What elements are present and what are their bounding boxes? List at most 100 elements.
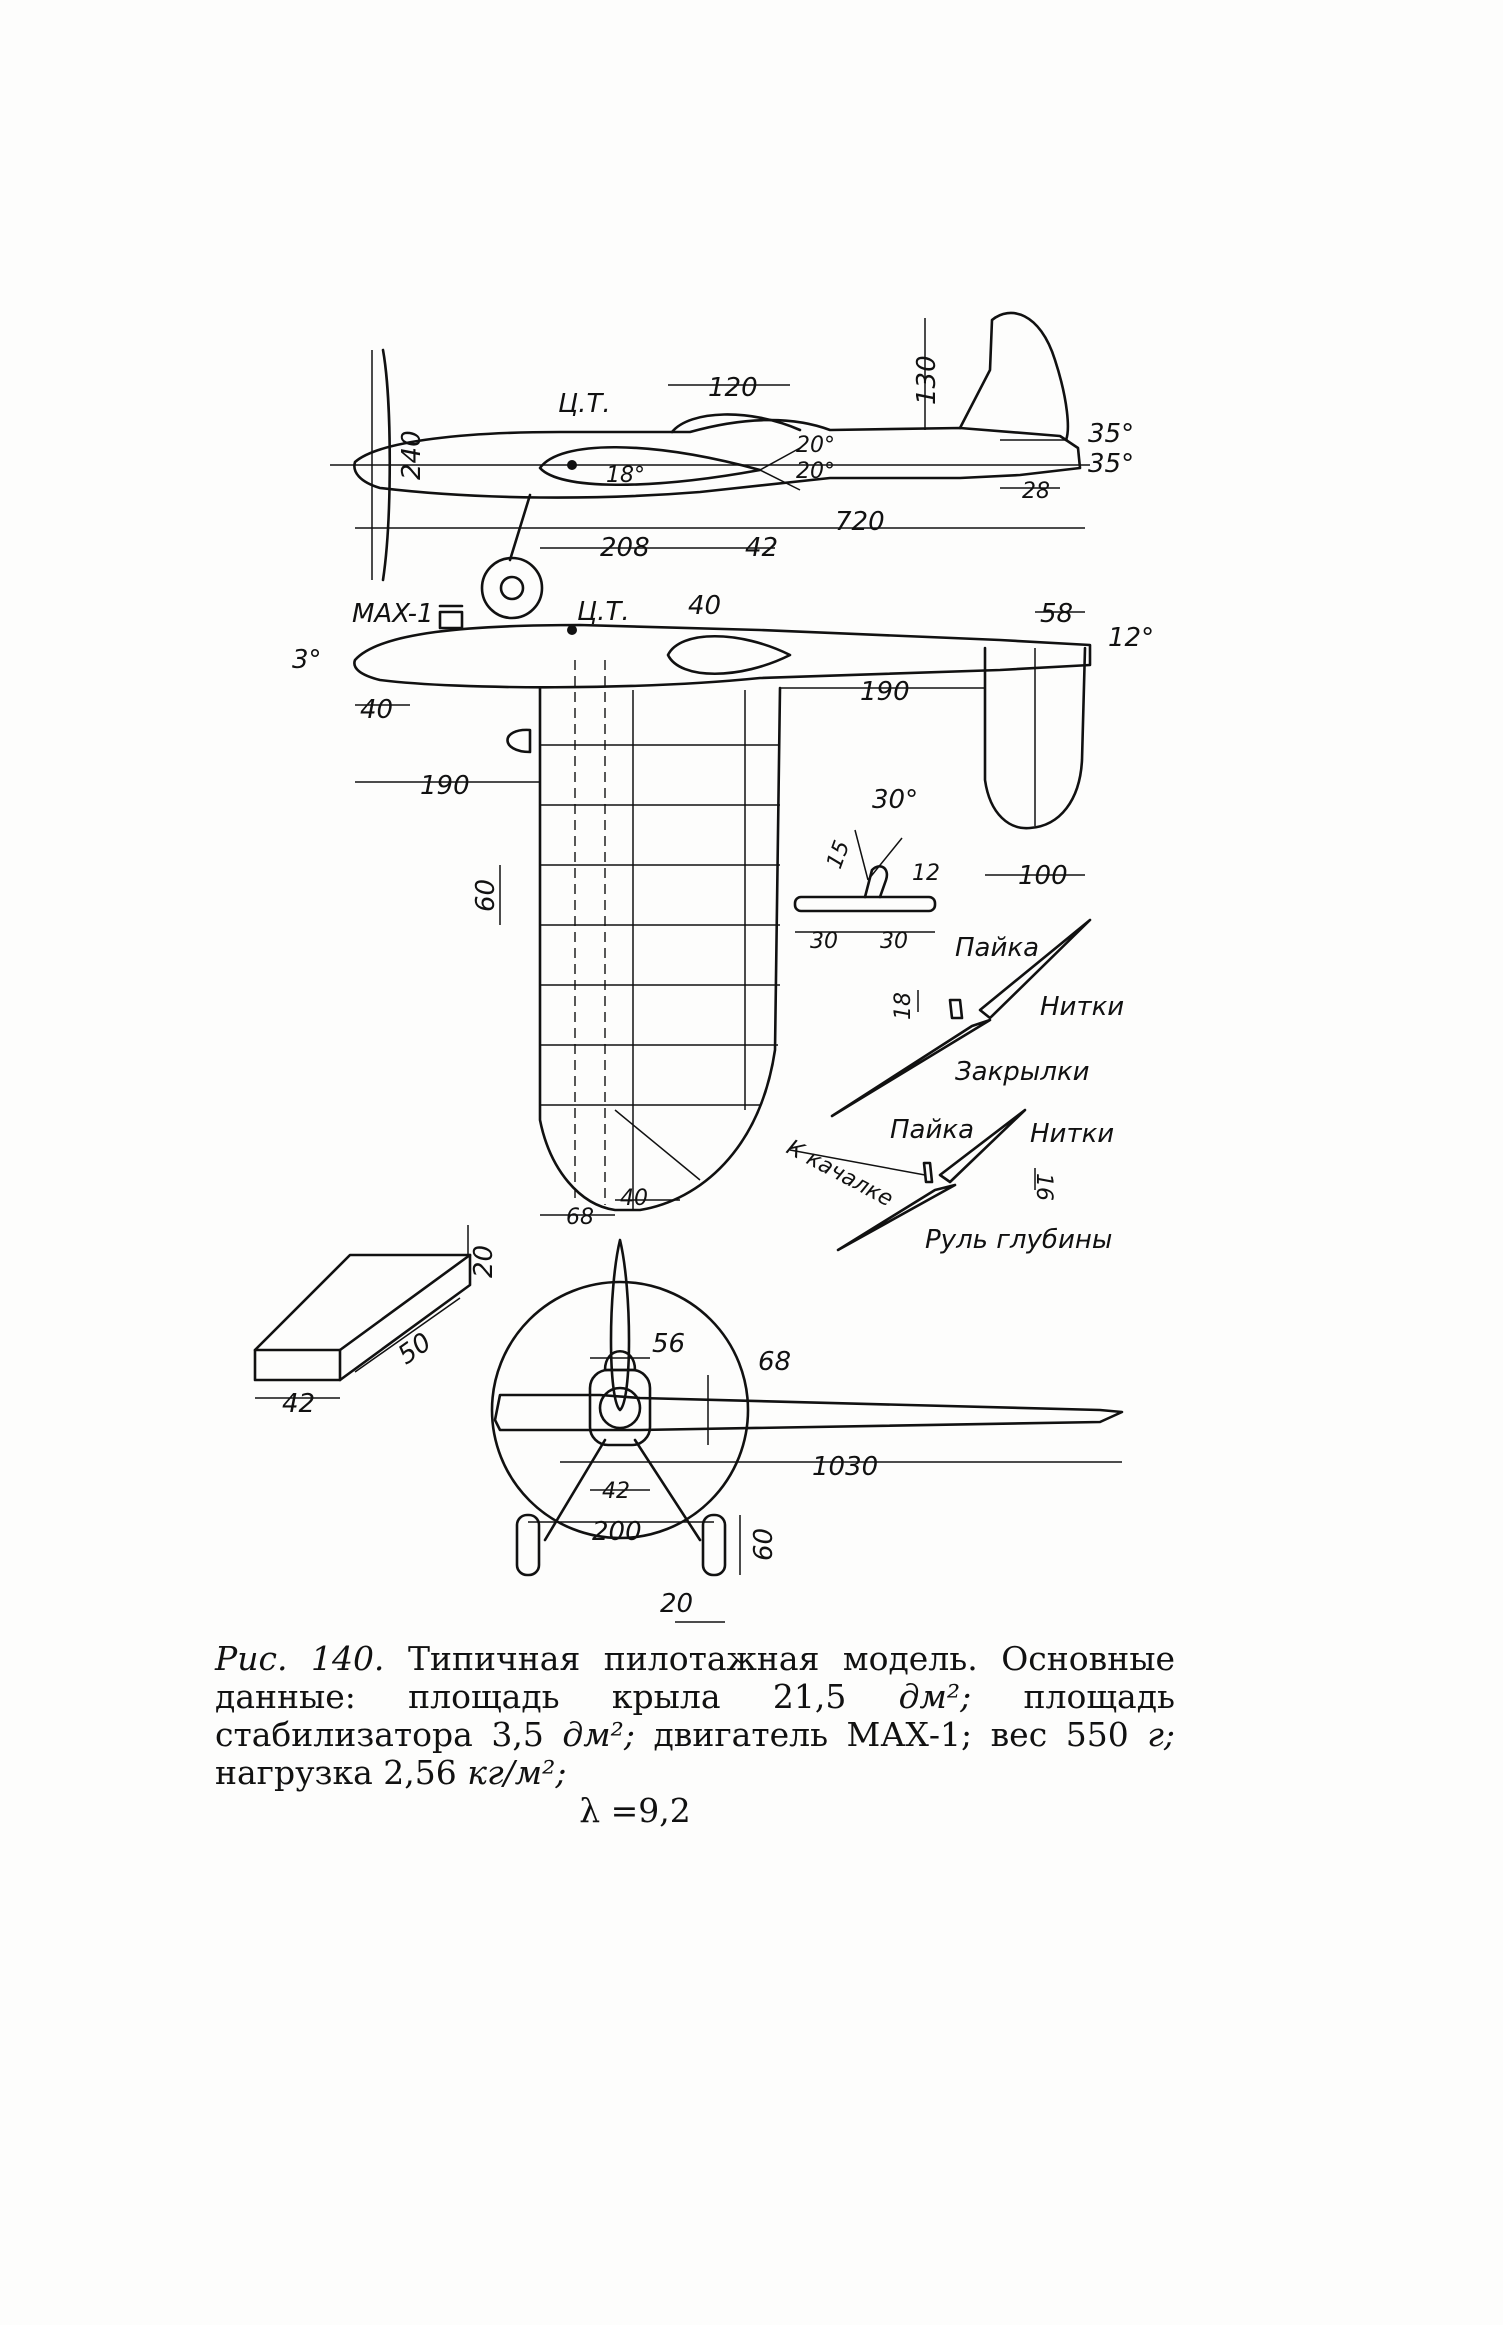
flap-solder-tab (948, 998, 964, 1020)
label-cg-top: Ц.Т. (577, 597, 630, 627)
wing-ribs (540, 744, 780, 1106)
label-to-bellcrank: К качалке (782, 1135, 897, 1212)
side-fin (958, 311, 1070, 442)
bellcrank-lead (789, 1149, 926, 1176)
front-gear-left (543, 1438, 607, 1542)
leadout-guide (506, 728, 532, 754)
horn-arm (863, 865, 889, 899)
label-elevator: Руль глубины (925, 1225, 1112, 1255)
elevator-upper-part (938, 1108, 1027, 1184)
horn-ray-angled (867, 837, 903, 881)
top-cg-dot (567, 625, 577, 635)
caption-text-3: двигатель МАХ-1; вес 550 (653, 1715, 1129, 1754)
front-prop-disc (490, 1280, 750, 1540)
block-detail: 20 50 42 (253, 1225, 499, 1419)
front-wing (493, 1393, 1124, 1432)
label-28: 28 (1022, 479, 1050, 504)
side-fuselage (353, 418, 1082, 499)
label-60: 60 (471, 879, 501, 912)
label-130: 130 (912, 355, 942, 405)
label-solder-1: Пайка (955, 933, 1039, 963)
front-propeller-blade (609, 1238, 631, 1412)
label-canopy-40: 40 (688, 591, 721, 621)
label-threads-1: Нитки (1040, 992, 1124, 1022)
front-wheel-right (701, 1513, 727, 1577)
label-240: 240 (397, 430, 427, 480)
label-12: 12 (912, 861, 940, 886)
label-30deg: 30° (872, 785, 918, 815)
side-wheel (480, 556, 544, 620)
side-wheel-hub (499, 575, 525, 601)
flap-lower-part (830, 1018, 992, 1118)
front-cockpit (603, 1350, 637, 1372)
caption-unit-g: г; (1147, 1715, 1175, 1754)
caption-lambda: λ =9,2 (579, 1791, 691, 1830)
caption-unit-load: кг/м²; (467, 1753, 567, 1792)
label-max1: MAX-1 (352, 599, 434, 629)
label-42: 42 (745, 533, 778, 563)
label-56: 56 (652, 1329, 685, 1359)
label-30a: 30 (810, 929, 838, 954)
label-cg-side: Ц.Т. (558, 389, 611, 419)
label-208: 208 (600, 533, 650, 563)
label-15: 15 (822, 837, 855, 872)
horn-plate (793, 895, 937, 913)
front-spinner (598, 1386, 642, 1430)
label-40-tip: 40 (620, 1186, 648, 1211)
top-view: MAX-1 Ц.Т. 40 58 12° 3° 40 190 190 60 68… (292, 591, 1154, 1230)
label-68: 68 (566, 1205, 594, 1230)
label-720: 720 (835, 507, 885, 537)
label-30b: 30 (880, 929, 908, 954)
label-100: 100 (1018, 861, 1068, 891)
label-20-front: 20 (660, 1589, 693, 1619)
flap-detail: Пайка Нитки 18 Закрылки Пайка Нитки К ка… (782, 918, 1124, 1255)
label-68-front: 68 (758, 1347, 791, 1377)
label-190-tail: 190 (860, 677, 910, 707)
top-wing (538, 686, 782, 1212)
caption-unit-dm2-b: дм²; (562, 1715, 635, 1754)
label-200: 200 (592, 1517, 642, 1547)
label-threads-2: Нитки (1030, 1119, 1114, 1149)
tip-brace (614, 1109, 701, 1181)
side-propeller (381, 348, 392, 582)
label-18deg: 18° (606, 463, 645, 488)
angle-ray-up (759, 447, 801, 471)
side-view: 240 Ц.Т. 120 130 18° 20° 20° 35° 35° 28 … (330, 311, 1134, 620)
horn-ray-vertical (854, 829, 869, 881)
figure-caption: Рис. 140. Типичная пилотажная модель. Ос… (215, 1640, 1175, 1830)
label-16: 16 (1031, 1173, 1056, 1201)
dim-block-50 (354, 1297, 461, 1373)
label-3deg: 3° (292, 645, 322, 675)
label-35deg-a: 35° (1088, 419, 1134, 449)
label-60-front: 60 (749, 1528, 779, 1561)
front-wheel-left (515, 1513, 541, 1577)
label-1030: 1030 (812, 1452, 878, 1482)
top-canopy (666, 634, 792, 676)
label-block-50: 50 (393, 1327, 437, 1371)
angle-ray-down (759, 469, 801, 491)
caption-text-2: площадь стабилизатора 3,5 (215, 1677, 1175, 1754)
label-120: 120 (708, 373, 758, 403)
elevator-lower-part (836, 1183, 957, 1252)
label-block-42: 42 (282, 1389, 315, 1419)
label-58: 58 (1040, 599, 1073, 629)
front-gear-right (633, 1438, 702, 1542)
label-20deg-a: 20° (796, 433, 835, 458)
horn-detail: 30° 15 12 30 30 (793, 785, 940, 954)
label-18: 18 (891, 992, 916, 1020)
side-cg-dot (567, 460, 577, 470)
caption-unit-dm2-a: дм²; (898, 1677, 972, 1716)
front-fuselage (588, 1368, 652, 1447)
block-outline (253, 1253, 472, 1382)
elevator-solder-tab (922, 1161, 934, 1184)
engine-cylinder (438, 610, 464, 630)
label-42-front: 42 (602, 1479, 630, 1504)
label-12deg: 12° (1108, 623, 1154, 653)
flap-upper-part (978, 918, 1092, 1020)
label-40-nose: 40 (360, 695, 393, 725)
figure-label: Рис. 140. (215, 1639, 385, 1678)
label-solder-2: Пайка (890, 1115, 974, 1145)
caption-text-1: Типичная пилотажная модель. Основные дан… (215, 1639, 1175, 1716)
